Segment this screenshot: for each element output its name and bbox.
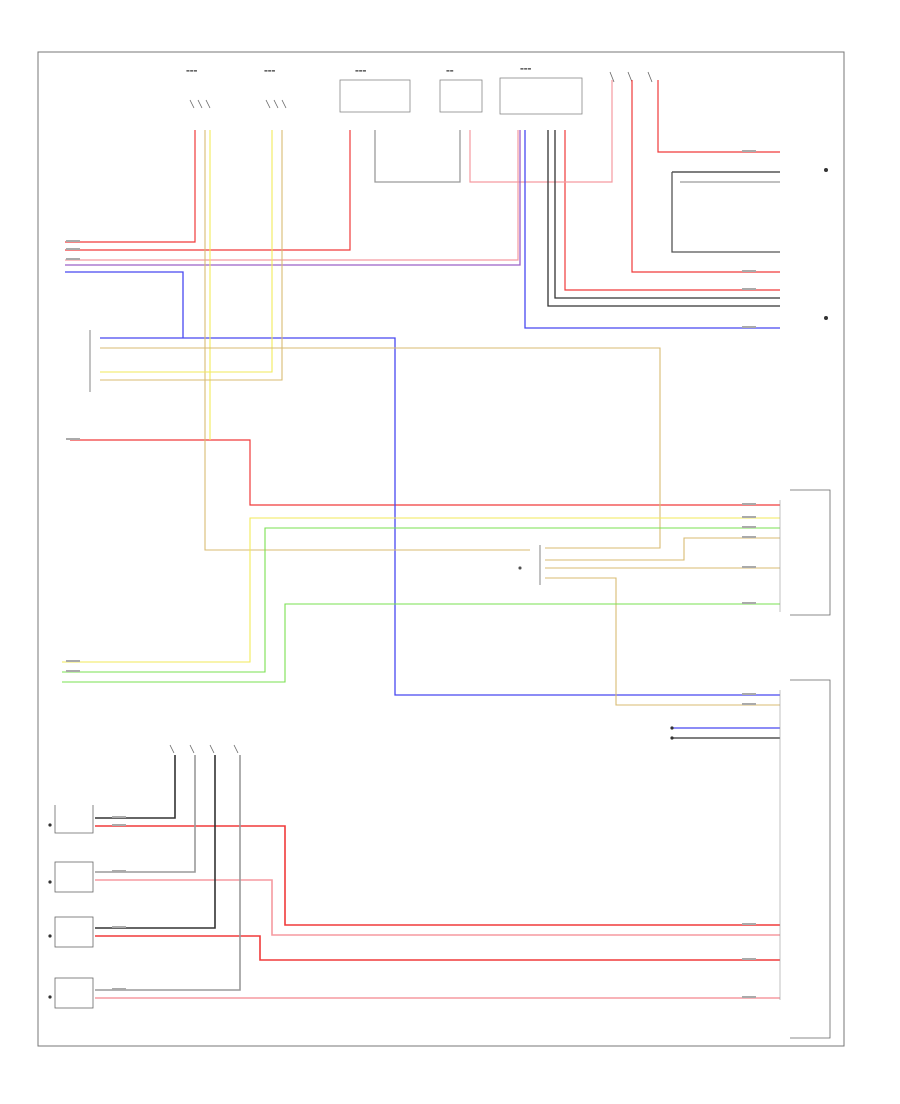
blue-wires [65, 130, 780, 696]
top-pins [189, 71, 653, 109]
top-connector-captions: ▬▬▬ ▬▬▬ ▬▬▬ ▬▬ ▬▬▬ [186, 66, 532, 73]
red-wires [65, 80, 780, 506]
left-components [54, 330, 94, 1009]
center-junction [518, 545, 541, 585]
svg-text:▬▬▬: ▬▬▬ [264, 68, 276, 73]
right-ground-dots [824, 168, 828, 320]
bottom-pins [169, 744, 239, 754]
green-wires [62, 527, 780, 683]
svg-text:▬▬: ▬▬ [446, 68, 454, 73]
svg-text:▬▬▬: ▬▬▬ [186, 68, 198, 73]
left-ground-dots [48, 823, 52, 999]
black-wires [374, 130, 780, 307]
svg-text:▬▬▬: ▬▬▬ [520, 66, 532, 71]
yellow-wires [62, 130, 780, 706]
bottom-speaker-wires [95, 755, 780, 999]
blue-stubs [670, 726, 780, 740]
svg-text:▬▬▬: ▬▬▬ [355, 68, 367, 73]
top-connectors [339, 77, 583, 115]
diagram-frame [37, 51, 845, 1047]
wire-tag-marks [66, 150, 756, 998]
right-components [790, 489, 831, 1039]
